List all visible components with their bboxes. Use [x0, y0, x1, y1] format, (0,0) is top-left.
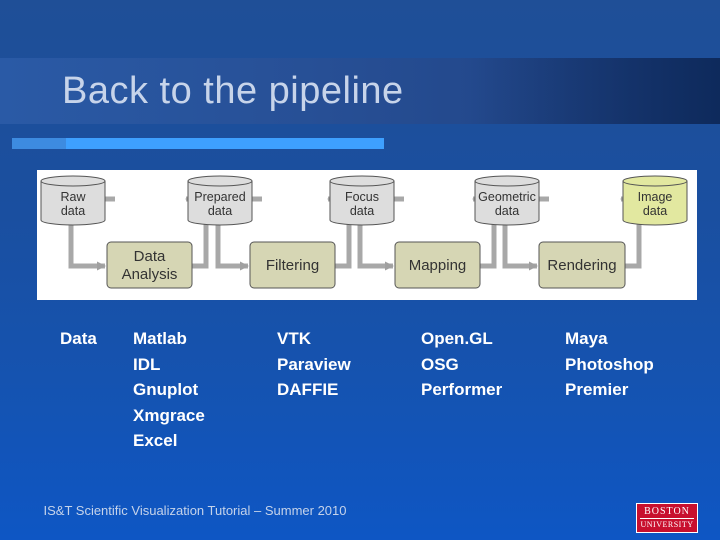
column-item: Gnuplot — [133, 380, 199, 399]
column-stage-data: Data — [60, 326, 97, 352]
cylinder-body — [474, 181, 540, 226]
title-underline-left — [12, 138, 66, 149]
connector-down-arrow — [502, 222, 538, 271]
logo-line-1: BOSTON — [644, 506, 690, 517]
column-item: Paraview — [277, 354, 351, 374]
process-node: Mapping — [394, 241, 481, 289]
column-item: Data — [60, 329, 97, 348]
column-analysis-tools: Matlab IDL Gnuplot Xmgrace Excel — [133, 326, 205, 454]
column-item: VTK — [277, 329, 311, 348]
cylinder-top — [622, 175, 688, 187]
process-box — [538, 241, 626, 289]
column-item: Premier — [565, 380, 629, 399]
cylinder-body — [622, 181, 688, 226]
cylinder-body — [329, 181, 395, 226]
cylinder-body — [187, 181, 253, 226]
process-box — [106, 241, 193, 289]
connector-down-arrow — [357, 222, 394, 271]
process-box — [249, 241, 336, 289]
column-item: OSG — [421, 354, 459, 374]
title-band-shade — [470, 58, 720, 124]
boston-university-logo: BOSTON UNIVERSITY — [636, 503, 698, 533]
cylinder-top — [187, 175, 253, 187]
column-item: Maya — [565, 329, 608, 348]
cylinder-top — [329, 175, 395, 187]
cylinder-top — [40, 175, 106, 187]
column-item: Photoshop — [565, 354, 654, 374]
process-node-label: Mapping — [409, 257, 467, 274]
column-rendering-tools: Maya Photoshop Premier — [565, 326, 654, 403]
process-node: Rendering — [538, 241, 626, 289]
column-item: Open.GL — [421, 329, 493, 348]
column-item: DAFFIE — [277, 380, 339, 399]
cylinder-top — [474, 175, 540, 187]
column-item: Excel — [133, 431, 178, 450]
column-item: Matlab — [133, 329, 187, 348]
process-box — [394, 241, 481, 289]
cylinder-body — [40, 181, 106, 226]
connector-down-arrow — [68, 222, 106, 271]
column-item: Performer — [421, 380, 503, 399]
column-item: IDL — [133, 354, 161, 374]
connector-down-arrow — [215, 222, 249, 271]
process-node-label: Filtering — [266, 257, 319, 274]
column-item: Xmgrace — [133, 405, 205, 425]
column-mapping-tools: Open.GL OSG Performer — [421, 326, 502, 403]
slide-title: Back to the pipeline — [62, 70, 404, 112]
slide-footer: IS&T Scientific Visualization Tutorial –… — [43, 503, 347, 518]
process-node: Filtering — [249, 241, 336, 289]
process-node-label: Rendering — [547, 257, 616, 274]
title-underline — [12, 138, 384, 149]
logo-line-2: UNIVERSITY — [640, 518, 694, 529]
title-band — [0, 58, 720, 124]
column-filtering-tools: VTK Paraview DAFFIE — [277, 326, 351, 403]
